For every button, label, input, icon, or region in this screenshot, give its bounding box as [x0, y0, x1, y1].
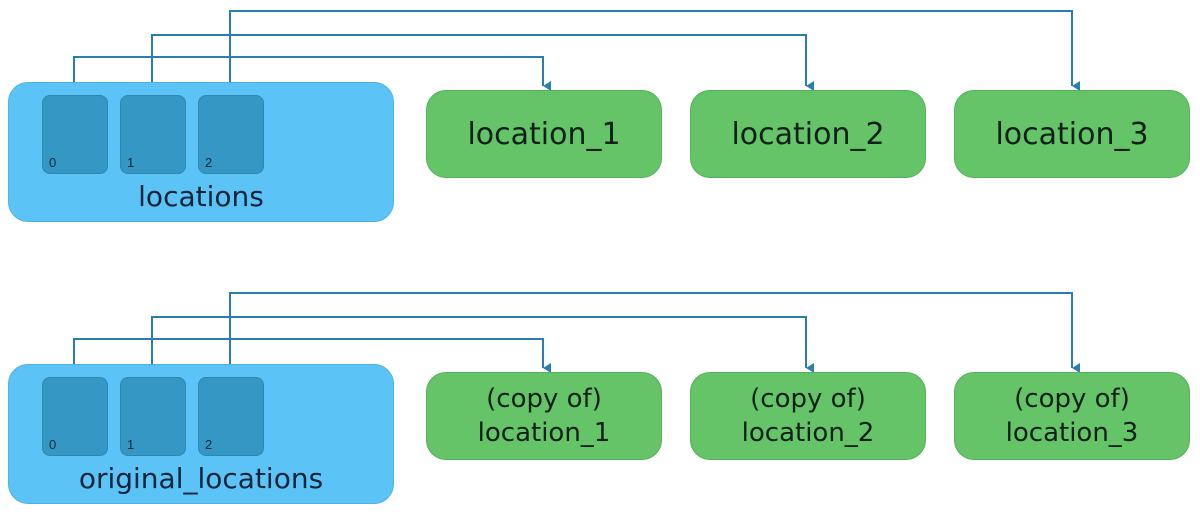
- object-location-3: location_3: [954, 90, 1190, 178]
- object-line-1: (copy of): [750, 384, 866, 414]
- list-locations: 0 1 2 locations: [8, 82, 394, 222]
- reference-arrows: [73, 10, 1080, 96]
- object-line-2: location_2: [741, 418, 875, 448]
- object-line-2: location_1: [477, 418, 611, 448]
- arrow-slot-0-to-copy-location-1: [73, 338, 551, 378]
- list-slot-1: 1: [120, 95, 186, 174]
- list-slot-1: 1: [120, 377, 186, 456]
- arrow-slot-1-to-copy-location-2: [151, 316, 814, 378]
- list-label: original_locations: [78, 462, 324, 495]
- arrow-slot-0-to-location-1: [73, 56, 551, 96]
- reference-arrows: [73, 292, 1080, 378]
- arrow-slot-2-to-copy-location-3: [229, 292, 1080, 378]
- locations-diagram: 0 1 2 locations location_1 location_2 lo…: [0, 0, 1200, 240]
- object-line-2: location_3: [1005, 418, 1139, 448]
- slot-index: 2: [205, 155, 213, 170]
- list-slot-2: 2: [198, 377, 264, 456]
- object-copy-location-3: (copy of) location_3: [954, 372, 1190, 460]
- arrow-slot-2-to-location-3: [229, 10, 1080, 96]
- object-line-1: (copy of): [1014, 384, 1130, 414]
- slot-index: 0: [49, 155, 57, 170]
- object-copy-location-1: (copy of) location_1: [426, 372, 662, 460]
- original-locations-diagram: 0 1 2 original_locations (copy of) locat…: [0, 282, 1200, 522]
- slot-index: 1: [127, 155, 135, 170]
- object-location-1: location_1: [426, 90, 662, 178]
- object-location-2: location_2: [690, 90, 926, 178]
- object-line-1: (copy of): [486, 384, 602, 414]
- list-label: locations: [138, 180, 264, 213]
- list-slot-2: 2: [198, 95, 264, 174]
- slot-index: 0: [49, 437, 57, 452]
- slot-index: 2: [205, 437, 213, 452]
- slot-index: 1: [127, 437, 135, 452]
- list-slot-0: 0: [42, 377, 108, 456]
- arrow-slot-1-to-location-2: [151, 34, 814, 96]
- list-slot-0: 0: [42, 95, 108, 174]
- list-original-locations: 0 1 2 original_locations: [8, 364, 394, 504]
- object-copy-location-2: (copy of) location_2: [690, 372, 926, 460]
